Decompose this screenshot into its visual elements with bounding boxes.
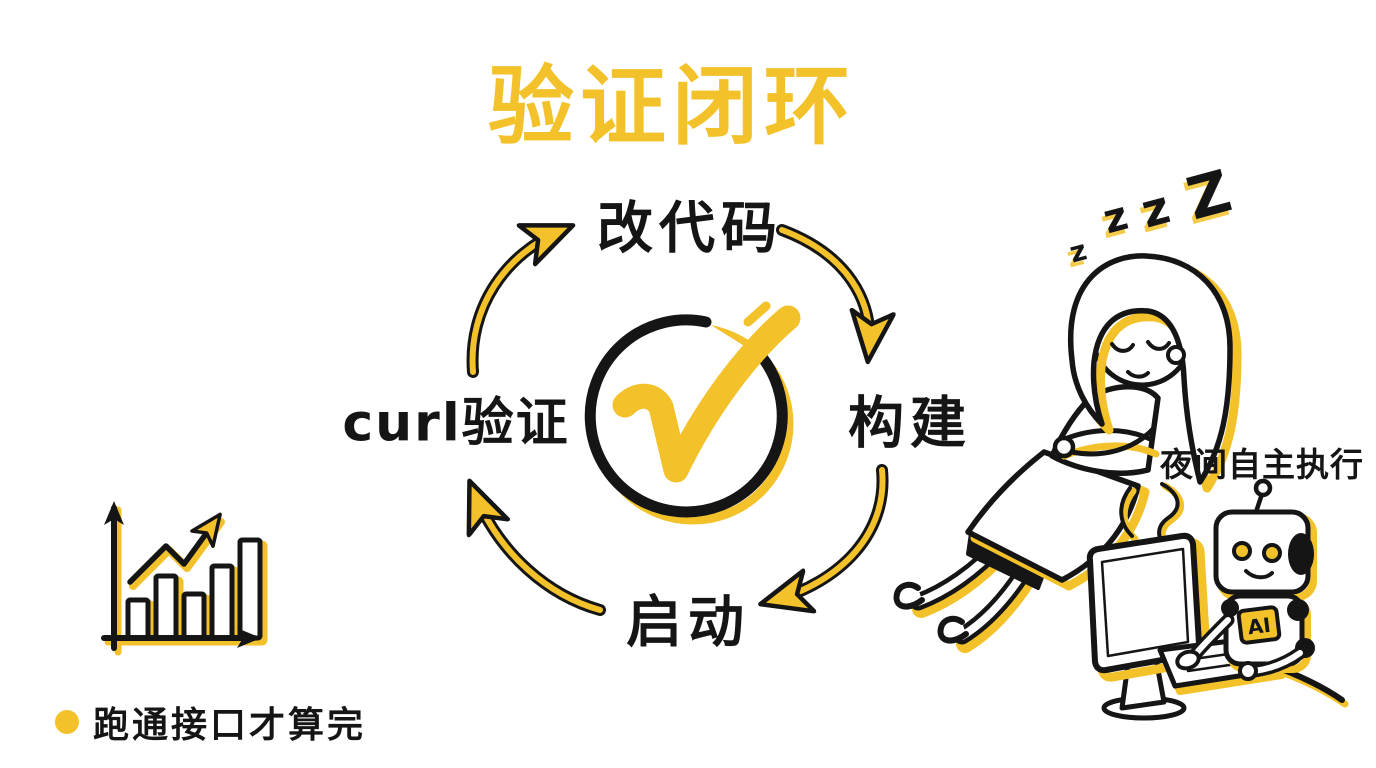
- checkmark-icon: [612, 305, 801, 483]
- night-auto-run-annotation: 夜间自主执行: [1160, 445, 1364, 484]
- cycle-arrow-top-to-right: [776, 224, 870, 350]
- cycle-step-build: 构建: [848, 391, 972, 457]
- cycle-step-curl-verify: curl验证: [342, 393, 570, 454]
- foot: [893, 581, 925, 610]
- robot-chest-badge: [1236, 605, 1282, 645]
- trend-up-arrow-icon: [127, 512, 222, 585]
- robot-eye: [1262, 543, 1282, 563]
- bullet-dot-icon: [55, 710, 79, 734]
- robot-shoulder: [1221, 599, 1239, 617]
- bar: [181, 591, 207, 641]
- page-title: 验证闭环: [488, 57, 856, 157]
- closed-eye: [1110, 342, 1135, 353]
- bar: [237, 537, 263, 641]
- robot-smile: [1244, 569, 1274, 580]
- mouth: [1126, 370, 1150, 379]
- cycle-arrow-bottom-to-left: [474, 492, 606, 616]
- robot-workstation-illustration: AI: [1086, 478, 1349, 721]
- bar: [153, 573, 179, 641]
- cycle-arrow-left-to-top: [466, 230, 562, 378]
- cycle-step-change-code: 改代码: [597, 196, 783, 262]
- bar: [209, 563, 235, 641]
- hair: [1067, 253, 1233, 485]
- monitor-bezel: [1100, 547, 1190, 658]
- robot-antenna-ball: [1253, 478, 1273, 498]
- robot-shoulder: [1287, 599, 1309, 621]
- robot-hand: [1238, 661, 1258, 681]
- closed-eye: [1146, 340, 1171, 351]
- robot-ear: [1288, 533, 1314, 575]
- robot-chest-label: AI: [1246, 613, 1272, 640]
- cycle-arrow-right-to-bottom: [772, 464, 889, 601]
- bar-chart-doodle: [101, 501, 268, 656]
- hand: [1052, 435, 1076, 459]
- checkmark-flick: [743, 301, 771, 327]
- footnote-text: 跑通接口才算完: [93, 705, 367, 746]
- chart-bars: [125, 537, 268, 646]
- footnote: 跑通接口才算完: [55, 700, 366, 746]
- cycle-diagram: [466, 224, 889, 616]
- bar: [125, 597, 151, 641]
- robot-eye: [1232, 541, 1252, 561]
- steam-curve: [1119, 486, 1134, 538]
- ear: [1166, 345, 1186, 365]
- foot: [937, 615, 969, 644]
- robot-hand: [1175, 649, 1201, 671]
- cycle-step-launch: 启动: [626, 590, 750, 656]
